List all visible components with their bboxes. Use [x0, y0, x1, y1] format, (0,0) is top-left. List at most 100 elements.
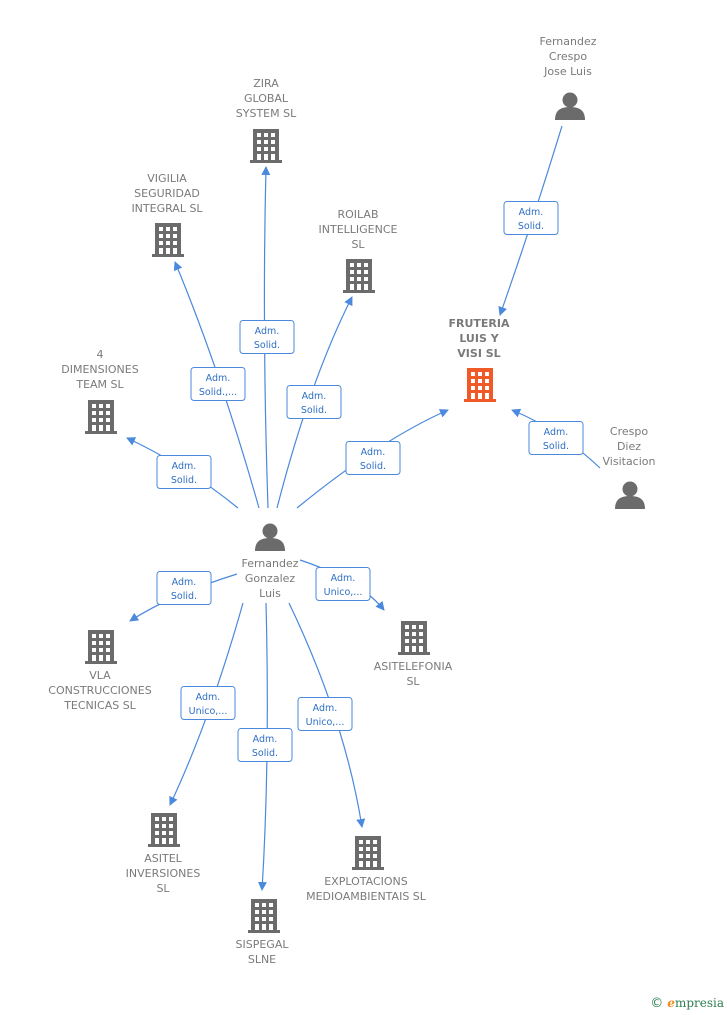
empresia-credit[interactable]: ©empresia: [650, 996, 724, 1011]
edge-label-box: [503, 201, 559, 235]
building-icon: [343, 259, 375, 293]
node-label-line: ROILAB: [338, 208, 379, 221]
building-icon: [148, 813, 180, 847]
node-sispegal[interactable]: SISPEGAL SLNE: [236, 899, 290, 966]
edge-label-line: Solid.: [301, 405, 327, 416]
building-icon: [250, 129, 282, 163]
node-label-line: SISPEGAL: [236, 938, 290, 951]
edge-label-badge[interactable]: Adm.Solid.: [503, 201, 559, 235]
copyright-icon: ©: [650, 996, 664, 1011]
edge-center-asitel: Adm.Unico,...: [169, 602, 244, 806]
node-label-line: MEDIOAMBIENTAIS SL: [306, 890, 427, 903]
node-label-line: SL: [406, 675, 420, 688]
node-label-line: Crespo: [549, 50, 587, 63]
edge-label-badge[interactable]: Adm. Solid.: [239, 320, 295, 354]
node-label-line: TEAM SL: [75, 378, 124, 391]
node-label-line: Fernandez: [539, 35, 596, 48]
node-label-line: DIMENSIONES: [61, 363, 138, 376]
edge-label-box: [239, 320, 295, 354]
building-icon: [352, 836, 384, 870]
node-label-line: INTELLIGENCE: [319, 223, 398, 236]
node-label-line: VLA: [89, 669, 111, 682]
edge-label-badge[interactable]: Adm.Solid.: [345, 441, 401, 475]
person-icon: [555, 92, 585, 120]
node-label-line: FRUTERIA: [448, 317, 509, 330]
edge-label-line: Solid.,...: [199, 387, 237, 398]
edge-label-line: Adm.: [172, 577, 197, 588]
person-icon: [255, 523, 285, 551]
node-label-line: VIGILIA: [147, 172, 187, 185]
node-asitelefonia[interactable]: ASITELEFONIA SL: [374, 621, 453, 688]
brand-initial: e: [667, 996, 675, 1010]
node-label-line: Diez: [617, 440, 641, 453]
edge-label-box: [528, 421, 584, 455]
edge-label-line: Adm.: [172, 461, 197, 472]
edge-cdv-fruteria: Adm.Solid.: [511, 408, 601, 469]
node-label-line: TECNICAS SL: [63, 699, 136, 712]
edges-layer: Adm.Solid.Adm.Solid.,...Adm.Solid.Adm.So…: [126, 125, 601, 891]
edge-label-badge[interactable]: Adm. Solid.: [237, 728, 293, 762]
edge-label-line: Adm.: [519, 207, 544, 218]
edge-label-badge[interactable]: Adm. Solid.,...: [190, 367, 246, 401]
edge-center-dimensiones: Adm. Solid.: [126, 437, 239, 509]
building-icon: [85, 400, 117, 434]
node-label-line: INVERSIONES: [126, 867, 201, 880]
edge-label-badge[interactable]: Adm.Solid.: [528, 421, 584, 455]
node-label-line: LUIS Y: [459, 332, 499, 345]
node-label-line: SL: [156, 882, 170, 895]
edge-label-line: Adm.: [302, 391, 327, 402]
edge-label-line: Adm.: [544, 427, 569, 438]
edge-label-badge[interactable]: Adm.Unico,...: [180, 686, 236, 720]
edge-label-badge[interactable]: Adm. Solid.: [156, 455, 212, 489]
edge-label-box: [156, 571, 212, 605]
building-icon: [85, 630, 117, 664]
node-label-line: ZIRA: [253, 77, 279, 90]
edge-label-line: Unico,...: [189, 706, 228, 717]
edge-label-line: Adm.: [255, 326, 280, 337]
node-label-line: ASITELEFONIA: [374, 660, 453, 673]
edge-label-line: Adm.: [361, 447, 386, 458]
edge-label-line: Solid.: [252, 748, 278, 759]
edge-label-line: Adm.: [253, 734, 278, 745]
edge-label-badge[interactable]: Adm. Solid.: [286, 385, 342, 419]
edge-center-roilab: Adm. Solid.: [276, 296, 353, 509]
node-roilab[interactable]: ROILAB INTELLIGENCE SL: [319, 208, 398, 293]
edge-center-explotaciones: Adm.Unico,...: [288, 602, 366, 828]
building-icon: [152, 223, 184, 257]
edge-fcjl-fruteria: Adm.Solid.: [498, 125, 563, 316]
edge-label-box: [190, 367, 246, 401]
edge-label-badge[interactable]: Adm.Unico,...: [297, 697, 353, 731]
edge-label-box: [315, 567, 371, 601]
edge-label-box: [237, 728, 293, 762]
node-label-line: SLNE: [248, 953, 276, 966]
edge-label-box: [156, 455, 212, 489]
edge-center-vigilia: Adm. Solid.,...: [173, 261, 260, 509]
edge-label-box: [180, 686, 236, 720]
edge-label-line: Solid.: [171, 475, 197, 486]
edge-center-sispegal: Adm. Solid.: [237, 602, 293, 891]
edge-label-badge[interactable]: Adm.Solid.: [156, 571, 212, 605]
edge-label-badge[interactable]: Adm.Unico,...: [315, 567, 371, 601]
node-label-line: SL: [351, 238, 365, 251]
building-icon: [464, 368, 496, 402]
edge-label-box: [286, 385, 342, 419]
edge-center-zira: Adm. Solid.: [239, 166, 295, 509]
brand-name: mpresia: [674, 996, 724, 1010]
edge-center-fruteria: Adm.Solid.: [296, 409, 449, 509]
node-label-line: SEGURIDAD: [134, 187, 200, 200]
edge-label-line: Unico,...: [306, 717, 345, 728]
edge-label-line: Adm.: [206, 373, 231, 384]
edge-label-line: Solid.: [254, 340, 280, 351]
